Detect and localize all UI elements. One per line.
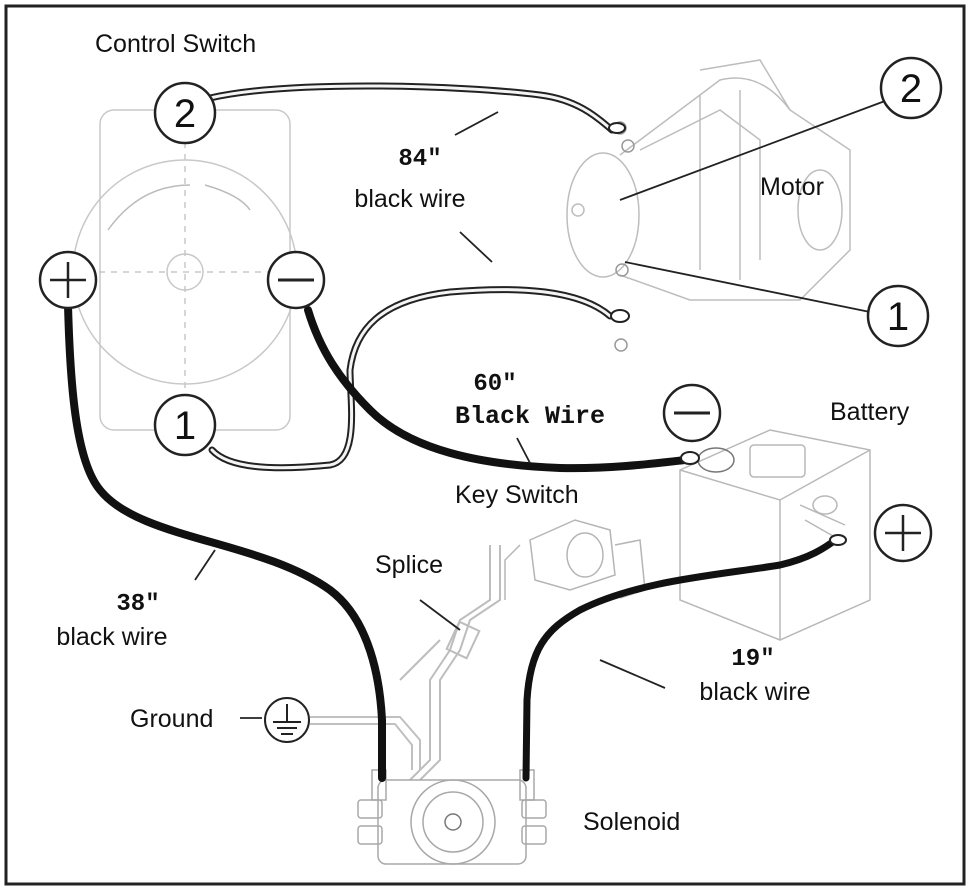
wire-19-desc: black wire xyxy=(699,678,810,706)
svg-text:−: − xyxy=(0,0,1,1)
solenoid-label: Solenoid xyxy=(583,808,680,836)
cs-negative-marker: − xyxy=(0,0,326,310)
cs-terminal-1-marker: 1 xyxy=(153,393,217,457)
battery-negative-marker: − xyxy=(0,0,722,443)
wire-19-length: 19" xyxy=(731,646,774,673)
key-switch-label: Key Switch xyxy=(455,481,579,509)
ring-terminals xyxy=(608,122,847,546)
svg-text:+: + xyxy=(0,0,1,1)
ground-icon xyxy=(264,697,310,743)
ground-wire xyxy=(310,716,421,770)
battery-label: Battery xyxy=(830,398,910,426)
cs-positive-marker: + xyxy=(0,0,98,310)
wire-38-cs-pos-to-solenoid xyxy=(64,301,386,782)
control-switch-body xyxy=(72,109,300,431)
motor-label: Motor xyxy=(760,173,824,201)
cs-terminal-2-marker: 2 xyxy=(153,81,217,145)
leader-lines xyxy=(194,97,894,719)
svg-text:1: 1 xyxy=(174,404,196,448)
battery-body xyxy=(679,429,871,641)
svg-text:2: 2 xyxy=(174,92,196,136)
motor-body xyxy=(566,59,851,352)
motor-terminal-1-marker: 1 xyxy=(866,284,930,348)
svg-text:1: 1 xyxy=(887,295,909,339)
wire-60-desc: Black Wire xyxy=(455,402,605,431)
splice-label: Splice xyxy=(375,551,443,579)
wire-38-desc: black wire xyxy=(56,623,167,651)
control-switch-label: Control Switch xyxy=(95,30,256,58)
wire-60-length: 60" xyxy=(473,371,516,398)
wire-60-cs-neg-to-battery xyxy=(304,306,689,473)
diagram-frame xyxy=(4,4,966,886)
motor-terminal-2-marker: 2 xyxy=(879,56,943,120)
wire-84-length: 84" xyxy=(398,146,441,173)
solenoid-body xyxy=(357,769,547,865)
battery-positive-marker: + xyxy=(0,0,933,563)
svg-text:2: 2 xyxy=(900,67,922,111)
svg-text:+: + xyxy=(0,0,1,1)
wire-84-desc: black wire xyxy=(354,185,465,213)
ground-label: Ground xyxy=(130,705,213,733)
key-switch-body xyxy=(504,519,646,600)
wire-19-solenoid-to-battery xyxy=(522,534,842,782)
svg-text:−: − xyxy=(0,0,1,1)
wire-38-length: 38" xyxy=(116,591,159,618)
splice-wire xyxy=(399,545,501,781)
wire-84-cs2-to-motor xyxy=(206,82,616,134)
